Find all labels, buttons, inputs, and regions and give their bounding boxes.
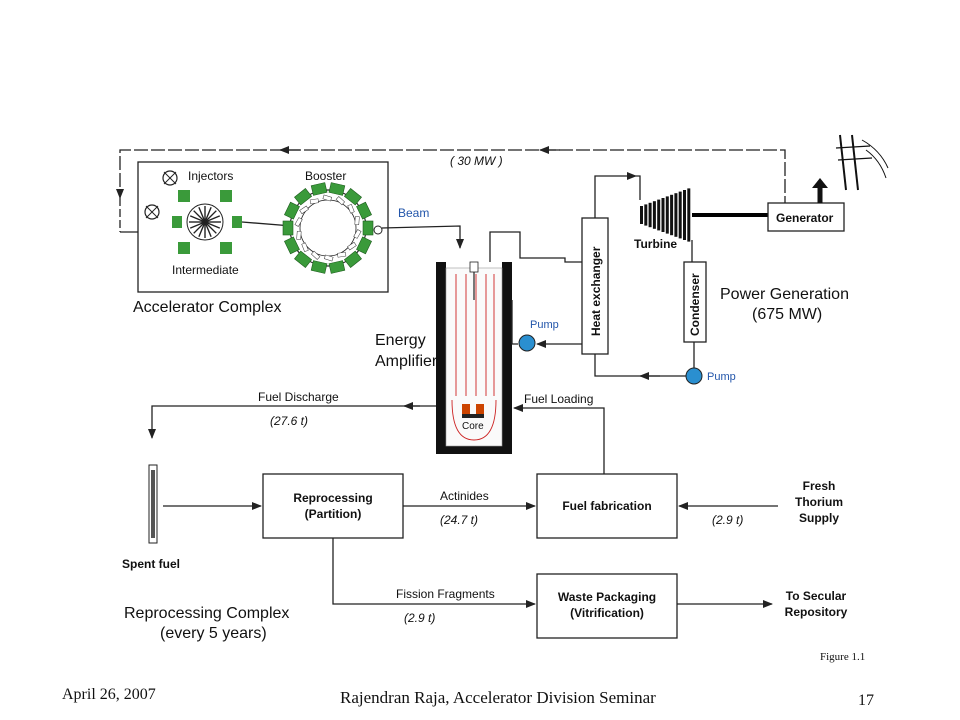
figure-label: Figure 1.1 <box>820 651 865 663</box>
fuel-discharge-amount: (27.6 t) <box>270 414 308 428</box>
energy-amplifier-label-2: Amplifier <box>375 353 438 370</box>
feedback-power-line <box>116 146 786 233</box>
pump-icon-1 <box>518 334 536 352</box>
beam-line <box>381 225 464 249</box>
footer-page-number: 17 <box>858 692 874 709</box>
fuel-loading-arrow <box>513 404 605 474</box>
power-pylon-icon <box>835 134 889 191</box>
steam-pipe <box>594 172 637 218</box>
fuel-loading-label: Fuel Loading <box>524 392 593 406</box>
accelerator-complex-title: Accelerator Complex <box>133 299 282 316</box>
power-generation-title: Power Generation <box>720 286 849 303</box>
hot-coolant-pipe <box>489 231 582 263</box>
reprocessing-box <box>262 473 404 539</box>
pump-label-1: Pump <box>530 319 559 331</box>
intermediate-label: Intermediate <box>172 263 239 277</box>
heat-exchanger-label: Heat exchanger <box>589 246 603 336</box>
injectors-label: Injectors <box>188 169 233 183</box>
reprocessing-label-2: (Partition) <box>305 507 362 521</box>
intermediate-ring-spokes <box>189 206 221 238</box>
generator-label: Generator <box>776 211 834 225</box>
reprocessing-complex-title: Reprocessing Complex <box>124 605 289 622</box>
turbine-icon <box>640 188 691 242</box>
feedback-power-label: ( 30 MW ) <box>450 154 503 168</box>
waste-packaging-label-1: Waste Packaging <box>558 590 656 604</box>
thorium-label-3: Supply <box>799 511 839 525</box>
cold-coolant-return <box>511 300 518 345</box>
booster-label: Booster <box>305 169 346 183</box>
beam-label: Beam <box>398 206 429 220</box>
reprocessing-complex-subtitle: (every 5 years) <box>160 625 267 642</box>
actinides-label: Actinides <box>440 489 489 503</box>
fission-fragments-arrow <box>332 538 536 608</box>
footer-presenter: Rajendran Raja, Accelerator Division Sem… <box>340 688 656 707</box>
reprocessing-label-1: Reprocessing <box>293 491 372 505</box>
waste-packaging-label-2: (Vitrification) <box>570 606 644 620</box>
core-label: Core <box>462 421 484 432</box>
fuel-fabrication-box <box>536 473 678 539</box>
injector-symbol-2 <box>144 204 160 220</box>
intermediate-ring <box>172 190 242 254</box>
power-generation-mw: (675 MW) <box>752 306 822 323</box>
spent-fuel-label: Spent fuel <box>122 557 180 571</box>
injector-symbol-1 <box>162 170 178 186</box>
condenser-label: Condenser <box>688 273 702 336</box>
turbine-label: Turbine <box>634 237 677 251</box>
pump-label-2: Pump <box>707 371 736 383</box>
beam-port-icon <box>373 225 383 235</box>
feedwater-pipe <box>594 354 686 377</box>
fission-fragments-label: Fission Fragments <box>396 587 495 601</box>
coolant-flow-lines <box>451 261 497 441</box>
waste-packaging-box <box>536 573 678 639</box>
thorium-label-1: Fresh <box>803 479 836 493</box>
energy-amplifier-label-1: Energy <box>375 332 426 349</box>
fuel-fabrication-label: Fuel fabrication <box>562 499 651 513</box>
footer-date: April 26, 2007 <box>62 686 156 703</box>
thorium-amount: (2.9 t) <box>712 513 743 527</box>
booster-magnets <box>282 182 374 274</box>
condenser-box <box>683 261 707 343</box>
pump-icon-2 <box>685 367 703 385</box>
actinides-amount: (24.7 t) <box>440 513 478 527</box>
booster-ring <box>282 182 374 274</box>
thorium-label-2: Thorium <box>795 495 843 509</box>
fission-fragments-amount: (2.9 t) <box>404 611 435 625</box>
repository-label-2: Repository <box>785 605 848 619</box>
generator-box <box>767 202 845 232</box>
fuel-discharge-arrow <box>148 405 436 439</box>
fuel-discharge-label: Fuel Discharge <box>258 390 339 404</box>
steam-pipe-end <box>636 175 641 200</box>
repository-label-1: To Secular <box>786 589 847 603</box>
energy-amplifier-vessel <box>436 261 512 454</box>
